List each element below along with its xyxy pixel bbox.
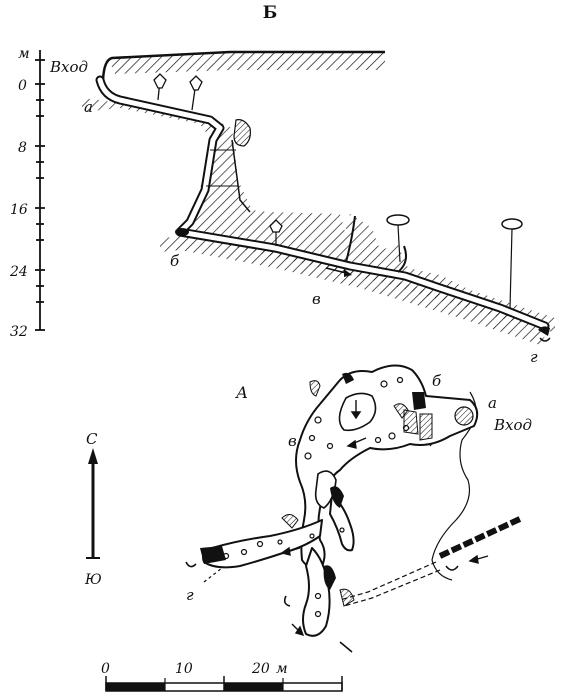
profile-passage — [95, 73, 551, 342]
rock-upper — [82, 98, 555, 333]
depth-unit: м — [18, 46, 30, 62]
north-arrow — [86, 448, 100, 559]
rock-lower — [160, 232, 548, 345]
plan-point-v: в — [288, 432, 297, 450]
scale-tick-20: 20 — [251, 661, 270, 677]
surface-rock — [108, 52, 385, 74]
scale-bar — [105, 676, 343, 692]
scale-unit: м — [276, 661, 288, 677]
depth-tick-0: 0 — [18, 78, 27, 94]
plan-point-g: г — [186, 586, 194, 604]
plan-entrance-label: Вход — [493, 416, 532, 434]
external-stream — [339, 515, 524, 607]
plan-end-dash — [203, 567, 223, 583]
depth-axis — [35, 50, 45, 331]
plan-point-a: а — [488, 394, 497, 412]
plan-end-south — [283, 595, 291, 607]
profile-point-b: б — [170, 252, 180, 270]
depth-tick-24: 24 — [9, 264, 28, 280]
surface-line — [101, 50, 385, 81]
plan-label: А — [235, 383, 248, 402]
profile-label: Б — [263, 3, 278, 23]
scale-tick-10: 10 — [175, 661, 193, 677]
plan-section: А — [84, 364, 532, 653]
profile-point-g: г — [530, 348, 538, 366]
south-label: Ю — [84, 572, 102, 588]
depth-tick-32: 32 — [10, 324, 28, 340]
profile-entrance-label: Вход — [49, 58, 88, 76]
north-label: С — [86, 430, 98, 448]
plan-flow-arrows — [280, 400, 489, 637]
depth-tick-16: 16 — [10, 202, 28, 218]
depth-tick-8: 8 — [18, 140, 27, 156]
plan-end-west — [185, 561, 197, 568]
profile-point-v: в — [312, 290, 321, 308]
profile-section: Б м 0 8 16 24 32 — [9, 3, 555, 366]
scale-tick-0: 0 — [101, 661, 110, 677]
plan-end-south2 — [339, 641, 353, 653]
plan-point-b: б — [432, 372, 442, 390]
plan-features — [200, 372, 474, 607]
plan-rocks — [222, 376, 410, 618]
profile-point-a: а — [84, 98, 93, 116]
